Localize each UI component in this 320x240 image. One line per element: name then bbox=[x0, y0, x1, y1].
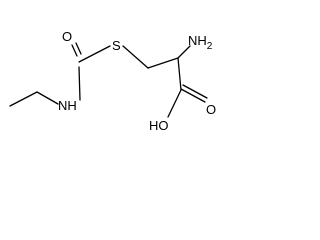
amino-group-label: NH2 bbox=[188, 33, 213, 52]
bond-carboxyl-double-b bbox=[182, 84, 208, 99]
bond-carboxyl-hydroxyl bbox=[167, 89, 182, 118]
bond-carbonyl-sulfur bbox=[78, 45, 111, 63]
amide-nitrogen-label: NH bbox=[58, 98, 77, 113]
bond-layer bbox=[9, 42, 208, 118]
bond-alpha-carbon-nh2 bbox=[177, 45, 191, 59]
bond-nh-carbonyl bbox=[78, 66, 81, 101]
bond-carboxyl-double-a bbox=[180, 88, 206, 103]
hydroxyl-label: HO bbox=[149, 118, 169, 133]
acid-oxygen-label: O bbox=[206, 102, 216, 117]
bond-ethyl-ch2-nh bbox=[36, 91, 59, 105]
bond-carbonyl-double-b bbox=[75, 42, 82, 55]
bond-alpha-carbon-carboxyl bbox=[177, 57, 182, 91]
bond-carbonyl-double-a bbox=[71, 44, 78, 57]
bond-ethyl-ch3-ch2 bbox=[9, 91, 38, 107]
bond-sulfur-ch2 bbox=[122, 45, 149, 69]
bond-ch2-alpha-carbon bbox=[147, 57, 179, 69]
sulfur-label: S bbox=[112, 38, 121, 53]
molecule-structure: O NH S NH2 O HO bbox=[9, 29, 216, 133]
carbonyl-oxygen-label: O bbox=[62, 29, 72, 44]
atom-label-layer: O NH S NH2 O HO bbox=[58, 29, 216, 133]
